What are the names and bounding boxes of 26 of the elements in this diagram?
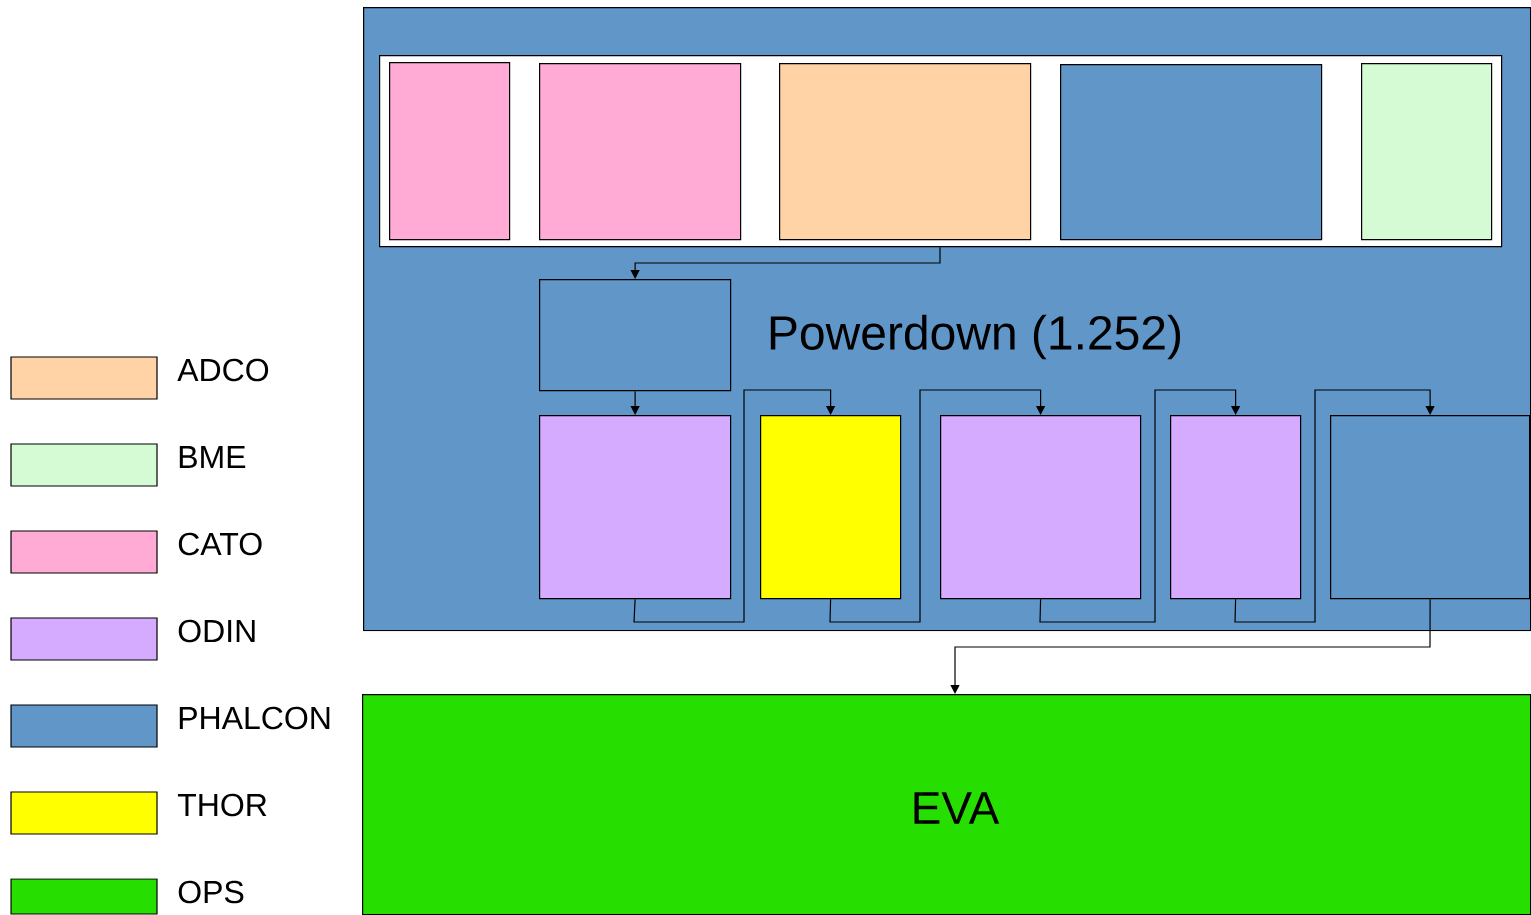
- arrow: [1039, 389, 1241, 623]
- process-box: [940, 415, 1142, 600]
- process-box: [1060, 64, 1323, 241]
- legend-label: THOR: [177, 793, 267, 817]
- process-box: [539, 279, 732, 392]
- process-box: EVA: [362, 694, 1531, 915]
- process-box: [389, 62, 511, 241]
- arrow: [630, 390, 640, 415]
- legend-label: OPS: [178, 880, 244, 904]
- legend-label: PHALCON: [179, 706, 330, 730]
- process-box: [760, 415, 902, 600]
- process-box: [539, 63, 742, 241]
- legend-label: CATO: [178, 532, 262, 556]
- process-box: [539, 415, 732, 600]
- process-box: [779, 63, 1032, 241]
- arrow: [829, 389, 1046, 623]
- legend-label: ADCO: [177, 358, 269, 382]
- arrow: [630, 246, 941, 279]
- process-box: [1330, 415, 1531, 600]
- process-box: [1170, 415, 1302, 600]
- arrow: [1234, 389, 1435, 623]
- arrow: [633, 389, 836, 623]
- process-box: [1361, 63, 1493, 241]
- legend-label: BME: [179, 446, 246, 468]
- legend-label: ODIN: [178, 619, 255, 643]
- arrow: [950, 598, 1431, 694]
